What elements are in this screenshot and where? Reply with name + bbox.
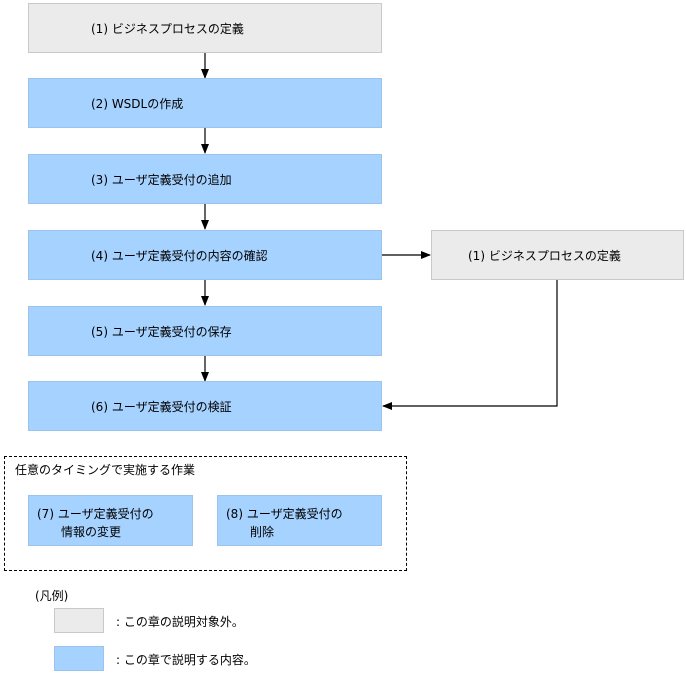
step-1-label: (1) ビジネスプロセスの定義	[91, 21, 244, 36]
anytime-item-7-line1: (7) ユーザ定義受付の	[37, 507, 154, 521]
step-4-box: (4) ユーザ定義受付の内容の確認	[28, 230, 382, 280]
anytime-item-8-line2: 削除	[250, 525, 275, 539]
step-5-label: (5) ユーザ定義受付の保存	[91, 324, 232, 339]
legend-title: (凡例)	[35, 589, 69, 603]
step-2-box: (2) WSDLの作成	[28, 78, 382, 128]
anytime-group-frame	[4, 456, 407, 571]
step-3-label: (3) ユーザ定義受付の追加	[91, 172, 232, 187]
arrow-side-6	[382, 280, 558, 410]
legend-swatch-gray	[54, 608, 104, 633]
step-6-box: (6) ユーザ定義受付の検証	[28, 381, 382, 431]
anytime-item-8-line1: (8) ユーザ定義受付の	[226, 507, 343, 521]
step-5-box: (5) ユーザ定義受付の保存	[28, 306, 382, 356]
side-step-label: (1) ビジネスプロセスの定義	[468, 248, 621, 263]
legend-text-blue: : この章で説明する内容。	[116, 653, 256, 667]
side-step-box: (1) ビジネスプロセスの定義	[431, 230, 684, 280]
legend-swatch-blue	[54, 646, 104, 671]
step-1-box: (1) ビジネスプロセスの定義	[28, 3, 382, 53]
step-4-label: (4) ユーザ定義受付の内容の確認	[91, 248, 268, 263]
anytime-item-7-line2: 情報の変更	[61, 525, 122, 539]
anytime-item-8: (8) ユーザ定義受付の 削除	[217, 495, 382, 546]
anytime-item-7: (7) ユーザ定義受付の 情報の変更	[28, 495, 193, 546]
step-6-label: (6) ユーザ定義受付の検証	[91, 399, 232, 414]
step-3-box: (3) ユーザ定義受付の追加	[28, 154, 382, 204]
anytime-group-title: 任意のタイミングで実施する作業	[15, 463, 196, 477]
legend-text-gray: : この章の説明対象外。	[116, 615, 244, 629]
step-2-label: (2) WSDLの作成	[91, 96, 184, 111]
